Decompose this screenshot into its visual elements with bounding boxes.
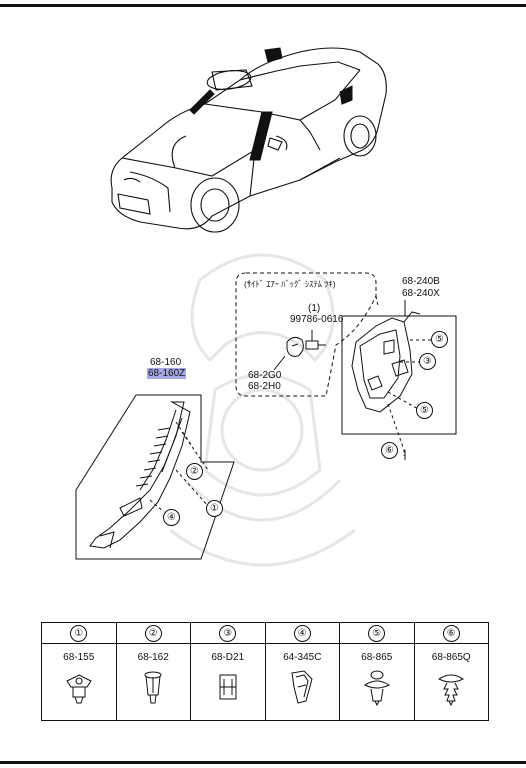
- airbag-variant-note: (ｻｲﾄﾞ ｴｱｰ ﾊﾞｯｸﾞ ｼｽﾃﾑ ﾂｷ): [244, 279, 336, 289]
- part-number-5: ⑤: [368, 624, 386, 642]
- trim-clip-icon: [66, 674, 92, 704]
- push-pin-icon: [144, 671, 162, 704]
- part-code-2: 68-162: [137, 652, 169, 663]
- upper-pillar-code-1: 68-240B: [402, 276, 440, 287]
- side-trim-part: [273, 336, 304, 371]
- parts-table-number-row: ① ② ③ ④ ⑤ ⑥: [41, 622, 489, 644]
- upper-pillar-part: [351, 311, 421, 413]
- part-cell-3: 68-D21: [190, 643, 266, 721]
- car-illustration: [110, 47, 387, 233]
- clip-quantity: (1): [308, 303, 321, 314]
- part-code-3: 68-D21: [211, 652, 245, 663]
- pillar-markers: [189, 47, 353, 161]
- retainer-clip-icon: [219, 674, 237, 700]
- part-cell-4: 64-345C: [264, 643, 340, 721]
- callout-5-lower: ⑤: [416, 402, 433, 419]
- part-code-6: 68-865Q: [431, 652, 471, 663]
- fastener-clip-part: [305, 330, 326, 350]
- rivet-clip-icon: [363, 670, 390, 707]
- part-number-2: ②: [144, 624, 162, 642]
- callout-2: ②: [186, 463, 203, 480]
- part-number-6: ⑥: [442, 624, 460, 642]
- part-cell-6: 68-865Q: [413, 643, 489, 721]
- part-number-4: ④: [293, 624, 311, 642]
- spring-clip-icon: [291, 670, 313, 704]
- callout-4: ④: [163, 509, 180, 526]
- callout-1: ①: [206, 500, 223, 517]
- lower-pillar-code: 68-160: [150, 357, 182, 368]
- part-number-1: ①: [70, 624, 88, 642]
- part-code-5: 68-865: [361, 652, 393, 663]
- part-cell-1: 68-155: [41, 643, 117, 721]
- parts-table-detail-row: 68-155 68-162 68-D21 64-345C 68-865: [41, 643, 489, 721]
- part-cell-5: 68-865: [339, 643, 415, 721]
- bottom-rule: [0, 761, 526, 764]
- fir-tree-clip-icon: [438, 674, 465, 707]
- lower-pillar-part: [89, 401, 209, 549]
- upper-pillar-box: [341, 315, 457, 435]
- top-rule: [0, 4, 526, 7]
- part-cell-2: 68-162: [115, 643, 191, 721]
- airbag-variant-dashed-box: [235, 272, 377, 397]
- callout-6: ⑥: [381, 442, 398, 459]
- clip-part-code: 99786-0616: [290, 314, 344, 325]
- callout-3: ③: [419, 353, 436, 370]
- upper-pillar-code-2: 68-240X: [402, 288, 440, 299]
- side-trim-code-1: 68-2G0: [248, 370, 282, 381]
- part-code-1: 68-155: [63, 652, 95, 663]
- callout-5-upper: ⑤: [431, 331, 448, 348]
- part-code-4: 64-345C: [283, 652, 322, 663]
- watermark-emblem: [169, 253, 356, 567]
- part-number-3: ③: [219, 624, 237, 642]
- parts-table: ① ② ③ ④ ⑤ ⑥ 68-155 68-162 68-D21 64-345C: [41, 622, 489, 721]
- side-trim-code-2: 68-2H0: [248, 381, 281, 392]
- lower-pillar-code-highlighted: 68-160Z: [147, 368, 187, 379]
